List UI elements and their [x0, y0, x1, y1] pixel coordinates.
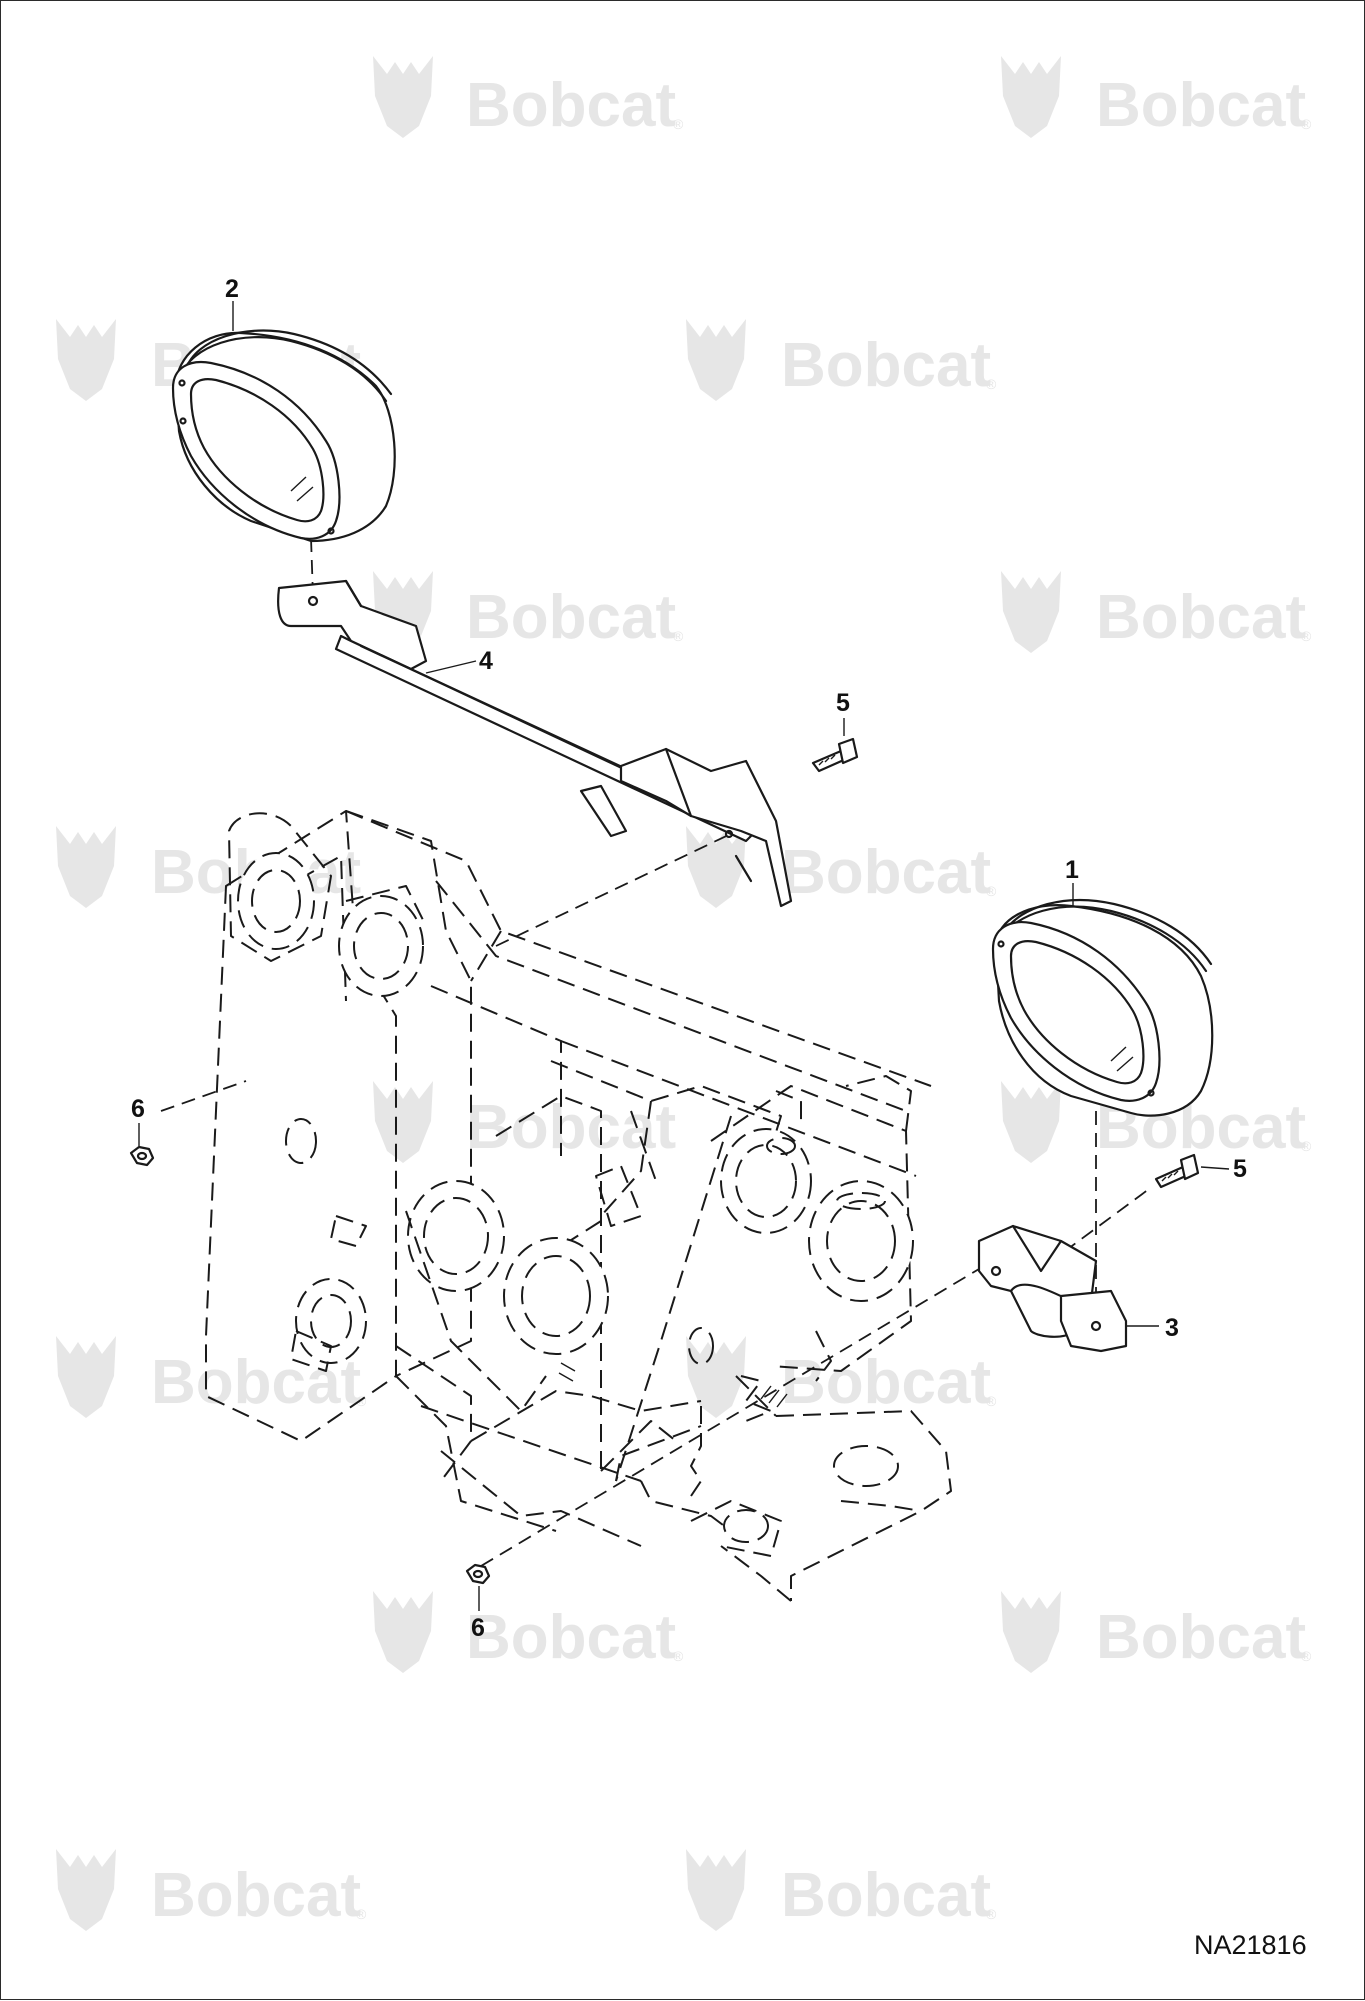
watermark: Bobcat ®: [1001, 56, 1312, 140]
callout-1: 1: [1065, 856, 1079, 884]
bobcat-head-logo-icon: [1001, 1081, 1061, 1163]
watermark-text: Bobcat: [781, 1348, 991, 1417]
watermark-text: Bobcat: [1096, 71, 1306, 140]
nut-bottom[interactable]: [465, 1563, 491, 1585]
bobcat-head-logo-icon: [373, 56, 433, 138]
watermark-registered: ®: [986, 883, 997, 899]
bobcat-head-logo-icon: [686, 826, 746, 908]
bolt-lower[interactable]: [1154, 1153, 1200, 1189]
machine-frame-phantom: [205, 810, 952, 1602]
bobcat-head-logo-icon: [1001, 56, 1061, 138]
watermark-registered: ®: [673, 628, 684, 644]
watermark-text: Bobcat: [466, 583, 676, 652]
callout-3: 3: [1165, 1314, 1179, 1342]
nut-left[interactable]: [129, 1145, 155, 1167]
watermark-registered: ®: [986, 1393, 997, 1409]
bobcat-head-logo-icon: [56, 1336, 116, 1418]
watermark-text: Bobcat: [466, 71, 676, 140]
bobcat-head-logo-icon: [686, 319, 746, 401]
callout-4: 4: [479, 647, 493, 675]
watermark-text: Bobcat: [466, 1093, 676, 1162]
bobcat-head-logo-icon: [686, 1849, 746, 1931]
watermark-registered: ®: [356, 1393, 367, 1409]
watermark-registered: ®: [1301, 116, 1312, 132]
watermark: Bobcat ®: [686, 1336, 997, 1418]
watermark-registered: ®: [1301, 1138, 1312, 1154]
work-light-right[interactable]: [991, 898, 1214, 1117]
watermark-text: Bobcat: [781, 1861, 991, 1930]
watermark-registered: ®: [356, 1906, 367, 1922]
bobcat-head-logo-icon: [373, 1081, 433, 1163]
watermark: Bobcat ®: [373, 1591, 684, 1673]
bobcat-head-logo-icon: [1001, 571, 1061, 653]
watermark-registered: ®: [673, 1648, 684, 1664]
bolt-upper[interactable]: [811, 737, 859, 773]
bobcat-head-logo-icon: [56, 1849, 116, 1931]
watermark: Bobcat ®: [686, 826, 997, 908]
watermark-registered: ®: [986, 1906, 997, 1922]
watermark-registered: ®: [986, 376, 997, 392]
watermark-text: Bobcat: [1096, 1603, 1306, 1672]
watermark-layer: Bobcat ® Bobcat ® Bobcat Bobcat ® Bobcat…: [56, 56, 1312, 1931]
watermark: Bobcat ®: [686, 319, 997, 401]
watermark-text: Bobcat: [151, 1861, 361, 1930]
watermark: Bobcat: [56, 826, 361, 908]
bobcat-head-logo-icon: [56, 826, 116, 908]
watermark: Bobcat ®: [686, 1849, 997, 1931]
bobcat-head-logo-icon: [373, 1591, 433, 1673]
watermark-text: Bobcat: [781, 331, 991, 400]
watermark: Bobcat ®: [1001, 571, 1312, 653]
watermark-registered: ®: [673, 116, 684, 132]
watermark-text: Bobcat: [781, 838, 991, 907]
work-light-left[interactable]: [171, 329, 396, 543]
watermark-registered: ®: [1301, 628, 1312, 644]
watermark: Bobcat ®: [1001, 1591, 1312, 1673]
watermark: Bobcat: [373, 1081, 676, 1163]
callout-5-lower: 5: [1233, 1155, 1247, 1183]
callout-6-bottom: 6: [471, 1614, 485, 1642]
callout-6-left: 6: [131, 1095, 145, 1123]
callout-numbers: 2 4 5 1 5 3 6 6: [131, 275, 1247, 1642]
bobcat-head-logo-icon: [1001, 1591, 1061, 1673]
light-bar-bracket[interactable]: [277, 579, 793, 908]
drawing-reference-number: NA21816: [1194, 1930, 1307, 1960]
watermark: Bobcat ®: [56, 1849, 367, 1931]
bobcat-head-logo-icon: [56, 319, 116, 401]
watermark-registered: ®: [1301, 1648, 1312, 1664]
watermark: Bobcat ®: [373, 56, 684, 140]
watermark-text: Bobcat: [1096, 583, 1306, 652]
watermark: Bobcat ®: [373, 571, 684, 653]
watermark-text: Bobcat: [466, 1603, 676, 1672]
callout-2: 2: [225, 275, 239, 303]
small-light-bracket[interactable]: [977, 1224, 1128, 1353]
callout-leaders: [138, 301, 1230, 1611]
callout-5-upper: 5: [836, 689, 850, 717]
